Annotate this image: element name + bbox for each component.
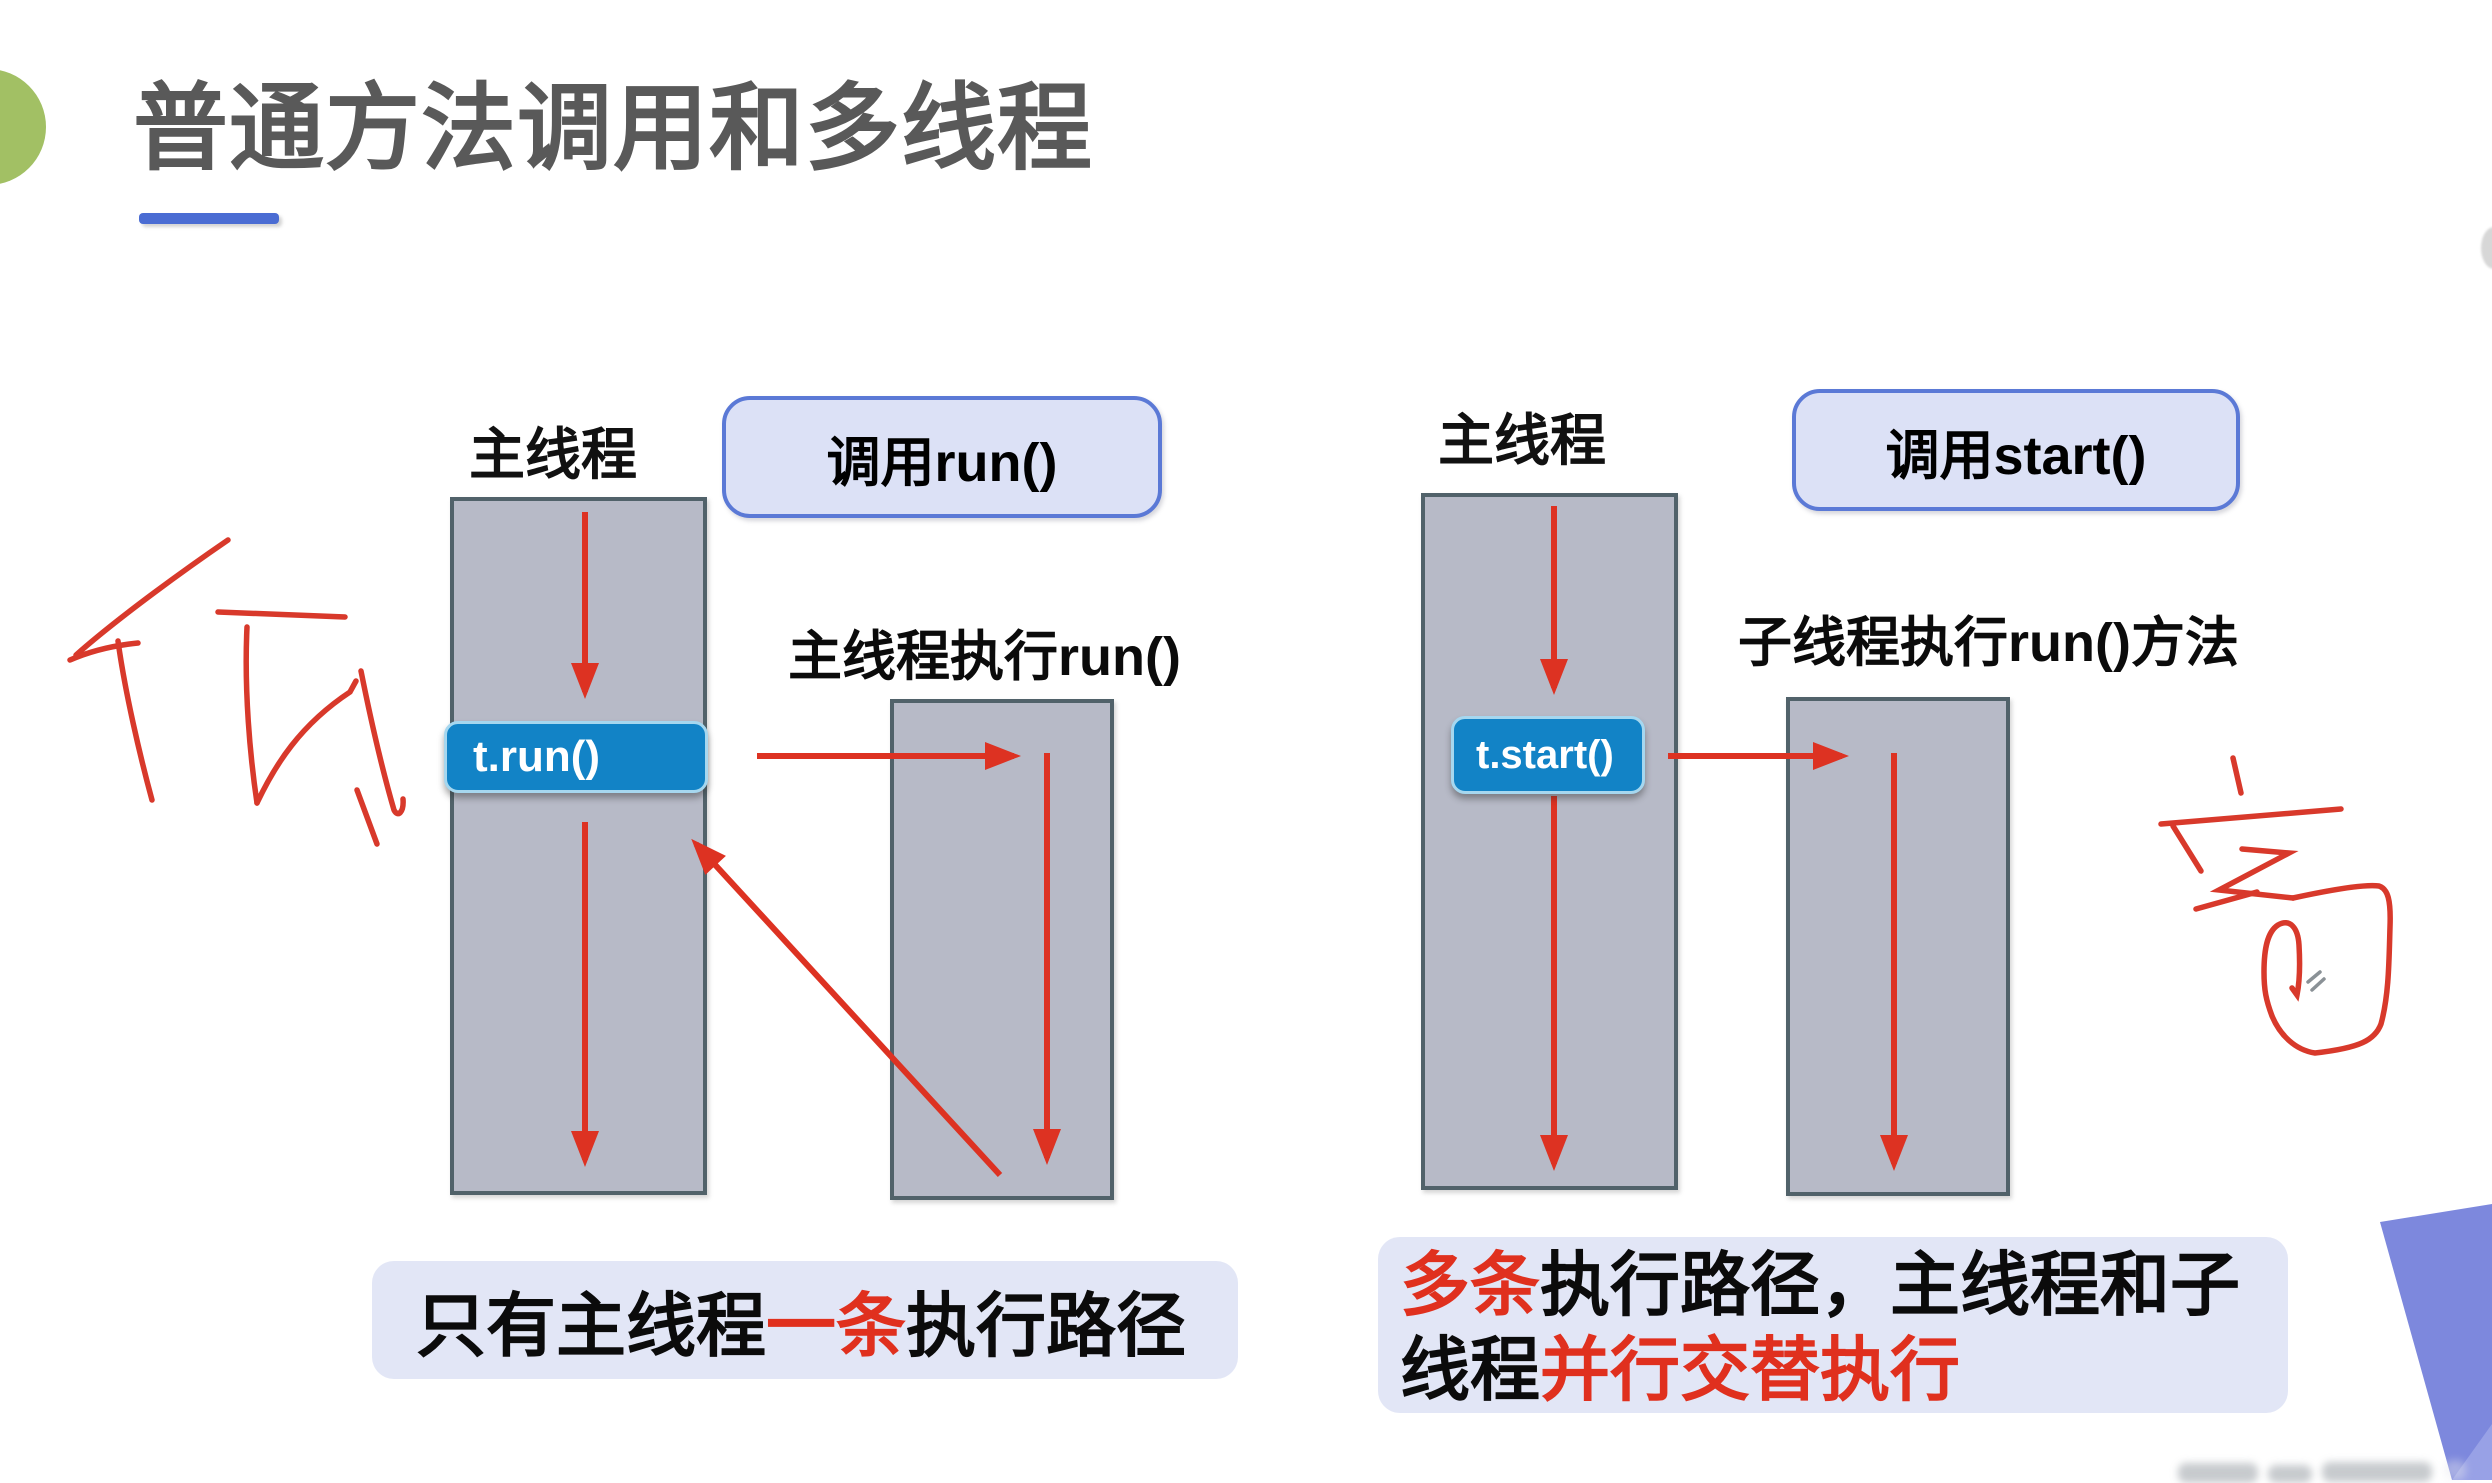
right-caption-line2-pre: 线程 (1400, 1331, 1540, 1409)
handwritten-low-annotation (67, 537, 406, 847)
watermark-blur (2322, 1462, 2432, 1482)
left-caption-pre: 只有主线程 (416, 1286, 766, 1365)
left-exec-label: 主线程执行run() (788, 627, 1181, 687)
watermark-blur (2178, 1463, 2258, 1483)
left-run-exec-bar (890, 699, 1114, 1200)
right-caption: 多条执行路径，主线程和子 线程并行交替执行 (1378, 1237, 2288, 1413)
left-caption-highlight: 一条 (766, 1286, 906, 1365)
right-caption-line2-highlight: 并行交替执行 (1540, 1331, 1960, 1409)
left-main-thread-bar (450, 497, 707, 1195)
handwritten-high-annotation (2158, 755, 2393, 1056)
right-main-thread-label: 主线程 (1438, 409, 1606, 472)
right-caption-line2: 线程并行交替执行 (1400, 1328, 2288, 1413)
right-caption-line1: 多条执行路径，主线程和子 (1400, 1243, 2288, 1328)
pen-artifact-ticks (2306, 970, 2326, 992)
watermark-blur (2444, 1460, 2466, 1480)
right-main-thread-bar (1421, 493, 1678, 1190)
t-run-button: t.run() (444, 721, 708, 793)
watermark-blur (2268, 1465, 2312, 1483)
edge-artifact-dot (2481, 227, 2492, 269)
left-caption-post: 执行路径 (906, 1286, 1186, 1365)
right-caption-line1-highlight: 多条 (1400, 1246, 1540, 1324)
title-underline (139, 213, 279, 224)
call-run-box: 调用run() (722, 396, 1162, 518)
call-start-box: 调用start() (1792, 389, 2240, 511)
right-exec-label: 子线程执行run()方法 (1738, 613, 2239, 673)
left-main-thread-label: 主线程 (469, 423, 637, 486)
t-start-button: t.start() (1451, 716, 1645, 794)
right-child-thread-bar (1786, 697, 2010, 1196)
page-title: 普通方法调用和多线程 (133, 76, 1094, 182)
right-caption-line1-post: 执行路径，主线程和子 (1540, 1246, 2240, 1324)
green-circle-decoration (0, 69, 46, 185)
corner-triangle-decoration (2380, 1204, 2492, 1480)
left-caption: 只有主线程一条执行路径 (372, 1261, 1238, 1379)
